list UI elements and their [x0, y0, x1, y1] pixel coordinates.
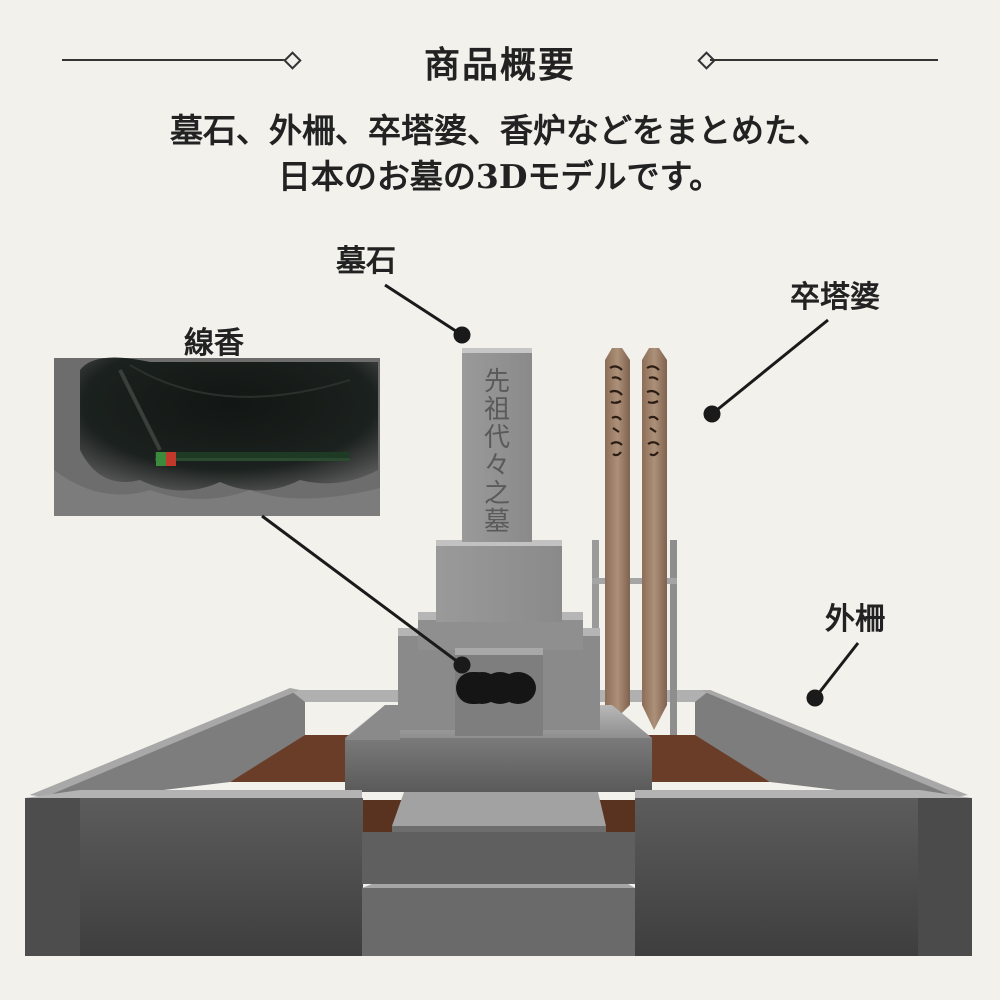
inscription-char-1: 先 — [484, 367, 510, 397]
sotoba-rack — [592, 540, 677, 735]
inscription-char-2: 祖 — [484, 395, 510, 425]
section-header: 商品概要 — [0, 30, 1000, 90]
incense-closeup-inset — [54, 357, 380, 516]
description-line-2: 日本のお墓の3Dモデルです。 — [277, 157, 723, 196]
callout-leaders — [261, 283, 860, 707]
inscription-char-3: 代 — [484, 423, 510, 453]
header-divider-left — [62, 59, 290, 61]
label-sotoba: 卒塔婆 — [790, 280, 880, 315]
section-title: 商品概要 — [423, 44, 576, 86]
product-description: 墓石、外柵、卒塔婆、香炉などをまとめた、 日本のお墓の3Dモデルです。 — [0, 108, 1000, 200]
sotoba-boards — [605, 348, 667, 730]
upper-tier — [436, 540, 562, 622]
front-fence — [25, 790, 972, 956]
label-incense: 線香 — [184, 326, 244, 361]
entrance-steps — [362, 792, 635, 956]
inscription-char-6: 墓 — [484, 507, 510, 537]
label-fence: 外柵 — [825, 602, 885, 637]
description-line-1: 墓石、外柵、卒塔婆、香炉などをまとめた、 — [170, 111, 830, 150]
gravestone: 先 祖 代 々 之 墓 — [462, 348, 532, 542]
label-gravestone: 墓石 — [336, 244, 396, 279]
inscription-char-5: 之 — [484, 479, 510, 509]
header-divider-right — [710, 59, 938, 61]
inscription-char-4: 々 — [484, 451, 510, 481]
